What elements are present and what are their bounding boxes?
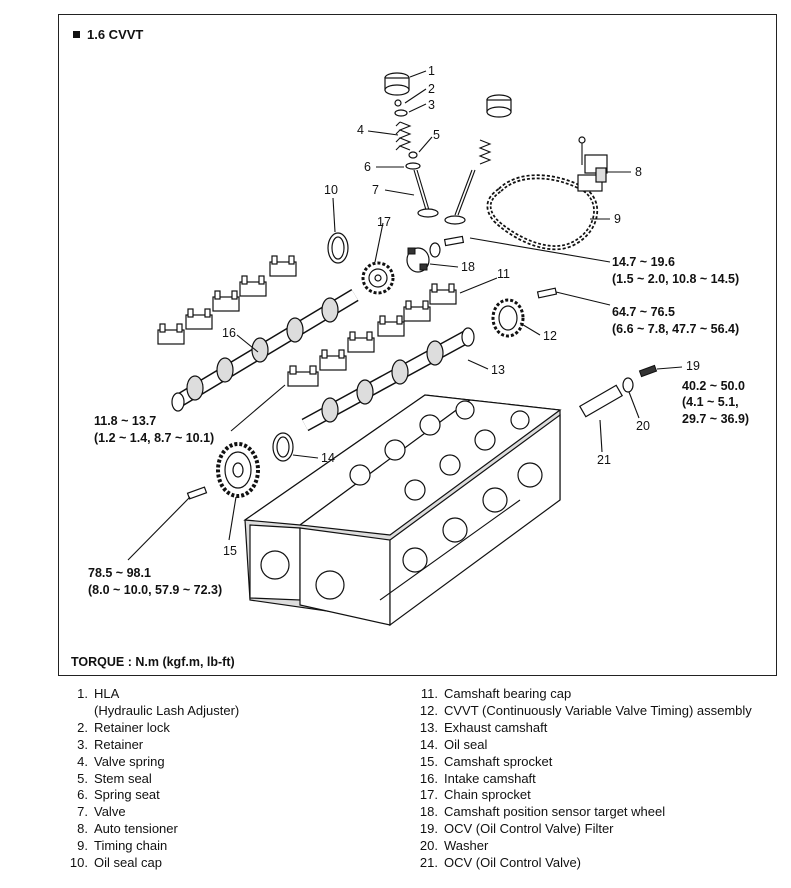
legend-item: 11.Camshaft bearing cap (420, 686, 572, 701)
callout-3: 3 (428, 98, 435, 112)
callout-20: 20 (636, 419, 650, 433)
intake-camshaft (171, 288, 359, 412)
spec-s5-line1: 78.5 ~ 98.1 (88, 566, 151, 580)
camshaft-bearing-caps (157, 255, 457, 387)
title-text: 1.6 CVVT (87, 27, 144, 42)
spec-s4-line1: 11.8 ~ 13.7 (94, 414, 156, 428)
legend-left: 1.HLA (Hydraulic Lash Adjuster) 2.Retain… (66, 686, 239, 872)
legend-item: 10.Oil seal cap (69, 855, 162, 871)
legend-item: 1.HLA (77, 686, 120, 701)
callout-4: 4 (357, 123, 364, 137)
callout-7: 7 (372, 183, 379, 197)
bullet-square-icon (73, 31, 80, 39)
legend-item: 15.Camshaft sprocket (419, 753, 553, 769)
legend-item: 16.Intake camshaft (419, 770, 536, 786)
callout-1: 1 (428, 64, 435, 78)
spec-s1-line2: (1.5 ~ 2.0, 10.8 ~ 14.5) (612, 272, 739, 286)
cvvt-assembly (491, 287, 558, 338)
legend-item: 17.Chain sprocket (419, 787, 531, 803)
callout-14: 14 (321, 451, 335, 465)
diagram-title: 1.6 CVVT (73, 27, 143, 42)
callout-8: 8 (635, 165, 642, 179)
legend-item: 20.Washer (419, 838, 489, 854)
callout-15: 15 (223, 544, 237, 558)
legend-item: 4.Valve spring (77, 753, 165, 769)
legend-item: 19.OCV (Oil Control Valve) Filter (419, 821, 614, 837)
legend-item: 14.Oil seal (419, 736, 488, 752)
legend-item: 7.Valve (77, 804, 126, 820)
callout-21: 21 (597, 453, 611, 467)
leader-lines (127, 70, 683, 561)
legend-item: 18.Camshaft position sensor target wheel (419, 804, 666, 820)
front-end-parts (327, 232, 465, 295)
legend-item: 9.Timing chain (77, 838, 168, 854)
spec-s3-line3: 29.7 ~ 36.9) (682, 412, 749, 426)
spec-s5-line2: (8.0 ~ 10.0, 57.9 ~ 72.3) (88, 583, 222, 597)
legend-item: 8.Auto tensioner (77, 821, 178, 837)
callout-2: 2 (428, 82, 435, 96)
callout-9: 9 (614, 212, 621, 226)
callout-18: 18 (461, 260, 475, 274)
spec-s2-line1: 64.7 ~ 76.5 (612, 305, 675, 319)
cylinder-head (243, 394, 562, 627)
spec-s2-line2: (6.6 ~ 7.8, 47.7 ~ 56.4) (612, 322, 739, 336)
spec-s4-line2: (1.2 ~ 1.4, 8.7 ~ 10.1) (94, 431, 214, 445)
valve-train (384, 72, 512, 225)
callout-numbers: 1 2 3 4 5 6 7 8 9 10 11 12 13 14 15 16 1… (222, 64, 700, 558)
legend-item: 6.Spring seat (77, 787, 160, 803)
torque-specs: 14.7 ~ 19.6 (1.5 ~ 2.0, 10.8 ~ 14.5) 64.… (88, 255, 749, 597)
callout-12: 12 (543, 329, 557, 343)
legend-item: 5.Stem seal (77, 770, 152, 786)
callout-13: 13 (491, 363, 505, 377)
ocv-parts (578, 364, 658, 418)
legend-item: 12.CVVT (Continuously Variable Valve Tim… (419, 702, 752, 718)
legend-item: 2.Retainer lock (77, 719, 170, 735)
spec-s3-line2: (4.1 ~ 5.1, (682, 395, 739, 409)
callout-17: 17 (377, 215, 391, 229)
spec-s3-line1: 40.2 ~ 50.0 (682, 379, 745, 393)
exhaust-camshaft (301, 327, 475, 432)
legend-item-sub: (Hydraulic Lash Adjuster) (94, 702, 240, 718)
timing-chain (486, 174, 599, 251)
callout-11: 11 (497, 267, 510, 281)
callout-5: 5 (433, 128, 440, 142)
legend-item: 3.Retainer (77, 736, 144, 752)
callout-6: 6 (364, 160, 371, 174)
torque-note: TORQUE : N.m (kgf.m, lb-ft) (71, 655, 235, 669)
exhaust-front-parts (186, 432, 294, 500)
callout-19: 19 (686, 359, 700, 373)
legend-right: 11.Camshaft bearing cap 12.CVVT (Continu… (416, 686, 752, 872)
exploded-view-illustration: 1 2 3 4 5 6 7 8 9 10 11 12 13 14 15 16 1… (88, 64, 749, 627)
legend-item: 21.OCV (Oil Control Valve) (419, 855, 582, 871)
auto-tensioner (577, 136, 608, 192)
legend-item: 13.Exhaust camshaft (419, 719, 548, 735)
callout-16: 16 (222, 326, 236, 340)
spec-s1-line1: 14.7 ~ 19.6 (612, 255, 675, 269)
callout-10: 10 (324, 183, 338, 197)
